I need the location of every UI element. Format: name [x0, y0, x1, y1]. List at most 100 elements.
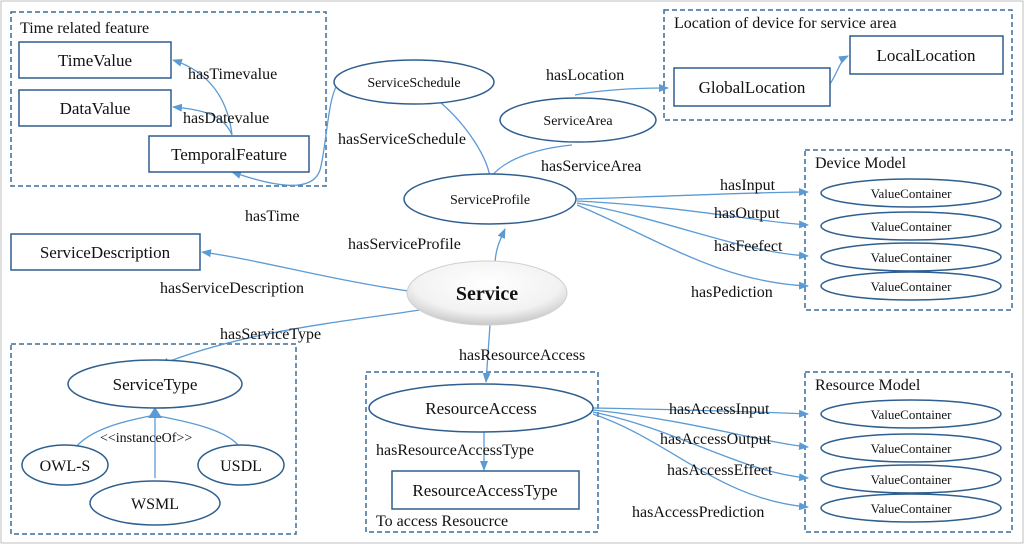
- edge-global-to-local: [829, 55, 849, 85]
- node-service-description-box: [10, 233, 201, 271]
- label-has-feefect: hasFeefect: [714, 238, 783, 255]
- node-service-description: ServiceDescription: [40, 243, 171, 262]
- node-usdl: USDL: [220, 458, 262, 475]
- node-resource-access-type: ResourceAccessType: [412, 481, 557, 500]
- node-temporal-feature: TemporalFeature: [171, 145, 287, 164]
- node-service-area-ellipse: [499, 97, 657, 143]
- node-resource-access-ellipse: [368, 383, 594, 433]
- edge-has-service-area: [489, 144, 573, 179]
- resource-vc-2-ellipse: [820, 433, 1002, 463]
- label-has-pediction: hasPediction: [691, 284, 773, 301]
- edge-usdl-instance: [157, 415, 239, 446]
- edge-has-access-output: [592, 409, 809, 451]
- edge-has-location: [574, 84, 669, 96]
- node-data-value: DataValue: [60, 99, 131, 118]
- group-time-title: Time related feature: [20, 20, 149, 37]
- node-service-type: ServiceType: [113, 375, 198, 394]
- edge-has-pediction: [576, 204, 809, 290]
- node-service-profile: ServiceProfile: [450, 193, 530, 208]
- resource-vc-1: ValueContainer: [871, 407, 953, 422]
- node-service-ellipse: [406, 260, 568, 326]
- node-service-schedule: ServiceSchedule: [367, 76, 460, 91]
- node-service: Service: [456, 283, 518, 305]
- label-instance-of: <<instanceOf>>: [100, 431, 192, 446]
- label-has-service-type: hasServiceType: [220, 326, 321, 343]
- node-time-value-box: [18, 41, 172, 79]
- group-resource-title: Resource Model: [815, 377, 921, 394]
- instance-of-triangle: [148, 407, 162, 418]
- device-vc-1: ValueContainer: [871, 186, 953, 201]
- node-local-location: LocalLocation: [876, 46, 976, 65]
- label-has-time: hasTime: [245, 208, 300, 225]
- node-service-profile-ellipse: [403, 173, 577, 225]
- edge-has-resource-access: [482, 324, 491, 383]
- label-has-output: hasOutput: [714, 205, 780, 222]
- label-has-input: hasInput: [720, 177, 776, 194]
- edge-has-timevalue: [172, 58, 233, 136]
- device-vc-3: ValueContainer: [871, 250, 953, 265]
- edge-has-access-prediction: [592, 413, 809, 511]
- node-owl-s: OWL-S: [40, 458, 91, 475]
- node-global-location-box: [673, 67, 831, 107]
- resource-vc-3-ellipse: [820, 464, 1002, 494]
- node-resource-access-type-box: [391, 470, 580, 510]
- label-has-access-output: hasAccessOutput: [660, 431, 772, 448]
- label-has-service-schedule: hasServiceSchedule: [338, 131, 466, 148]
- label-has-datevalue: hasDatevalue: [183, 110, 269, 127]
- edge-has-time: [231, 83, 339, 186]
- group-location-box: [663, 9, 1013, 121]
- edge-has-service-description: [201, 249, 416, 293]
- node-resource-access: ResourceAccess: [425, 399, 536, 418]
- group-location-title: Location of device for service area: [674, 15, 897, 32]
- node-owl-s-ellipse: [21, 444, 109, 486]
- group-device-title: Device Model: [815, 155, 907, 172]
- group-time-box: [10, 11, 327, 187]
- node-usdl-ellipse: [197, 444, 285, 486]
- edge-has-input: [576, 188, 809, 200]
- node-temporal-feature-box: [148, 135, 310, 173]
- label-has-resource-access-type: hasResourceAccessType: [376, 442, 534, 459]
- node-service-schedule-ellipse: [333, 59, 495, 105]
- node-wsml-ellipse: [89, 480, 221, 526]
- group-access-title: To access Resoucrce: [376, 513, 508, 530]
- label-has-access-input: hasAccessInput: [669, 401, 770, 418]
- edge-has-service-schedule: [439, 101, 491, 179]
- device-vc-4: ValueContainer: [871, 279, 953, 294]
- node-data-value-box: [18, 89, 172, 127]
- resource-vc-2: ValueContainer: [871, 441, 953, 456]
- device-vc-3-ellipse: [820, 242, 1002, 272]
- edge-has-access-input: [592, 407, 809, 418]
- edge-has-access-effect: [592, 411, 809, 482]
- node-service-area: ServiceArea: [543, 114, 613, 129]
- resource-vc-4: ValueContainer: [871, 501, 953, 516]
- edge-has-service-profile: [494, 228, 506, 266]
- node-wsml: WSML: [131, 496, 179, 513]
- edge-has-service-type: [159, 309, 421, 366]
- label-has-service-description: hasServiceDescription: [160, 280, 304, 297]
- edge-has-output: [576, 200, 809, 229]
- label-has-timevalue: hasTimevalue: [188, 66, 277, 83]
- group-access-box: [365, 371, 599, 533]
- label-has-service-profile: hasServiceProfile: [348, 236, 461, 253]
- node-service-type-ellipse: [67, 359, 243, 409]
- device-vc-2: ValueContainer: [871, 219, 953, 234]
- edge-has-datevalue: [172, 103, 233, 136]
- device-vc-1-ellipse: [820, 178, 1002, 208]
- edge-owl-s-instance: [74, 415, 151, 449]
- node-time-value: TimeValue: [58, 51, 132, 70]
- device-vc-4-ellipse: [820, 271, 1002, 301]
- label-has-service-area: hasServiceArea: [541, 158, 641, 175]
- resource-vc-4-ellipse: [820, 493, 1002, 523]
- node-global-location: GlobalLocation: [699, 78, 806, 97]
- resource-vc-3: ValueContainer: [871, 472, 953, 487]
- edge-has-feefect: [576, 202, 809, 260]
- label-has-resource-access: hasResourceAccess: [459, 347, 585, 364]
- group-servicetype-box: [10, 343, 297, 535]
- label-has-access-prediction: hasAccessPrediction: [632, 504, 764, 521]
- label-has-access-effect: hasAccessEffect: [667, 462, 773, 479]
- label-has-location: hasLocation: [546, 67, 624, 84]
- device-vc-2-ellipse: [820, 211, 1002, 241]
